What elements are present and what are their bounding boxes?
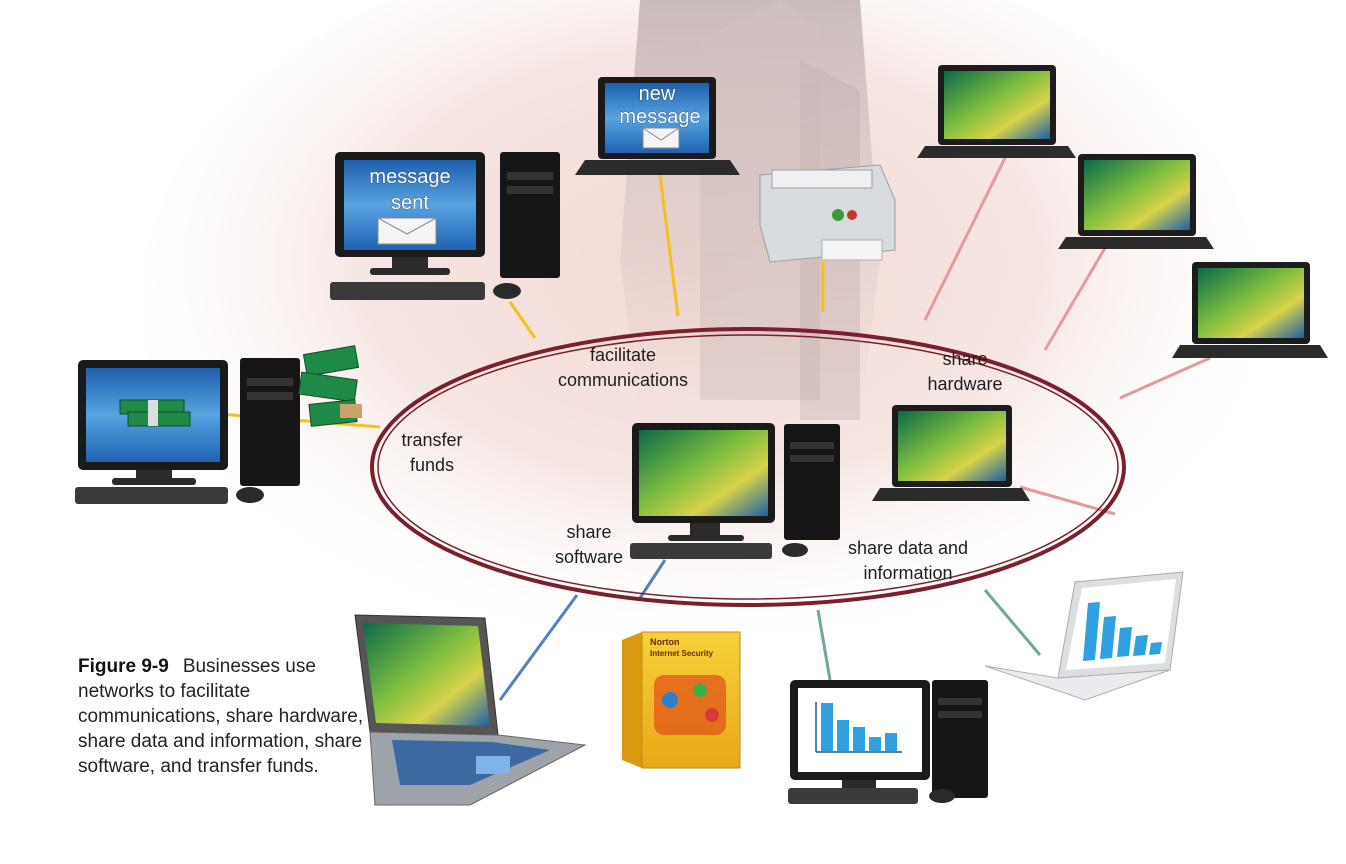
desktop-center (630, 423, 840, 559)
norton-brand: Norton (650, 637, 680, 647)
bar-chart-icon (815, 702, 902, 753)
link-new-message (658, 174, 680, 317)
screen-text-message: message (369, 166, 450, 188)
link-laptop-3 (1119, 356, 1211, 400)
link-laptop-bottom (498, 594, 579, 701)
laptop-bottom-left (354, 614, 587, 806)
network-links (219, 157, 1211, 701)
printer (759, 164, 896, 263)
network-ring (370, 327, 1126, 607)
laptop-3 (1172, 262, 1328, 358)
laptop-4 (872, 405, 1030, 501)
bar-chart-icon (1083, 602, 1162, 661)
desktop-message-sent: message sent (330, 152, 560, 300)
label-text: transfer funds (401, 430, 463, 475)
label-share-software: share software (548, 520, 630, 570)
envelope-icon (642, 127, 680, 149)
link-laptop-chart (983, 589, 1042, 656)
label-share-data: share data and information (840, 536, 976, 586)
keyboard (788, 788, 918, 804)
screen-text-sent: sent (391, 192, 429, 214)
label-facilitate-communications: facilitate communications (548, 343, 698, 393)
keyboard (75, 487, 228, 504)
desktop-transfer-funds (75, 345, 362, 504)
keyboard (630, 543, 772, 559)
screen-text-new: new (639, 83, 676, 105)
screen-text-message-2: message (619, 106, 700, 128)
norton-product: Internet Security (650, 649, 714, 658)
envelope-icon (377, 217, 437, 245)
mouse (493, 283, 521, 299)
label-text: share hardware (927, 349, 1003, 394)
laptop-1 (917, 65, 1076, 158)
norton-software-box: Norton Internet Security (622, 631, 741, 769)
label-transfer-funds: transfer funds (392, 428, 472, 478)
label-text: share data and information (847, 538, 969, 583)
link-desktop-chart (816, 609, 832, 681)
link-share-software (638, 559, 667, 599)
label-text: facilitate communications (557, 345, 689, 390)
money-bundles-icon (298, 345, 362, 427)
laptop-chart (984, 571, 1184, 701)
laptop-new-message: new message (575, 77, 740, 175)
link-laptop-1 (923, 157, 1007, 321)
caption-text: Businesses use networks to facilitate co… (78, 656, 364, 777)
mouse (782, 543, 808, 557)
money-stack-icon (119, 399, 191, 427)
mouse (236, 487, 264, 503)
label-text: share software (554, 522, 624, 567)
laptop-2 (1058, 154, 1214, 249)
desktop-chart (788, 680, 988, 804)
link-laptop-2 (1043, 247, 1107, 351)
figure-number: Figure 9-9 (78, 656, 169, 677)
keyboard (330, 282, 485, 300)
link-message-sent (508, 301, 537, 339)
label-share-hardware: share hardware (920, 347, 1010, 397)
mouse (929, 789, 955, 803)
